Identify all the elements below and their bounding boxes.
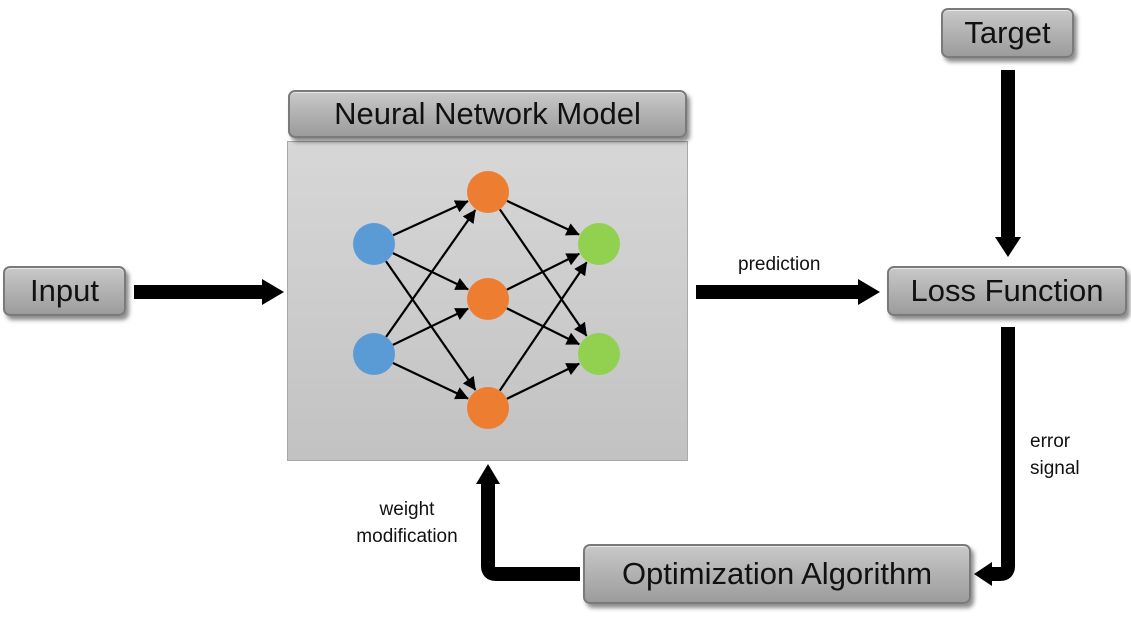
network-connection [392, 200, 469, 237]
loss-function-box: Loss Function [887, 266, 1127, 316]
network-connection [385, 209, 477, 338]
output-node [578, 333, 620, 375]
arrow-weight-modification [476, 464, 580, 581]
input-node [353, 333, 395, 375]
output-node [578, 223, 620, 265]
input-box: Input [3, 266, 126, 316]
arrow-input-to-model [134, 279, 284, 305]
target-label: Target [964, 15, 1051, 50]
model-title-box: Neural Network Model [288, 90, 687, 138]
network-connection [506, 362, 580, 400]
arrow-prediction [696, 279, 880, 305]
network-connections [385, 199, 588, 400]
target-box: Target [941, 8, 1074, 58]
hidden-node [467, 278, 509, 320]
arrow-target-to-loss [995, 70, 1021, 257]
model-title: Neural Network Model [334, 96, 641, 131]
network-connection [392, 307, 469, 346]
network-connection [506, 199, 580, 236]
error-signal-label: error signal [1030, 431, 1080, 479]
weight-modification-label: weight modification [356, 499, 458, 547]
optimization-algorithm-label: Optimization Algorithm [621, 556, 933, 591]
prediction-label: prediction [738, 254, 821, 275]
optimization-algorithm-box: Optimization Algorithm [583, 544, 971, 604]
network-connection [392, 361, 469, 400]
loss-function-label: Loss Function [910, 273, 1104, 308]
network-nodes [353, 171, 620, 429]
arrow-error-signal [974, 327, 1015, 586]
network-connection [506, 252, 580, 291]
network-connection [392, 252, 469, 291]
input-label: Input [30, 273, 99, 308]
network-connection [498, 261, 588, 392]
input-node [353, 223, 395, 265]
hidden-node [467, 387, 509, 429]
hidden-node [467, 171, 509, 213]
